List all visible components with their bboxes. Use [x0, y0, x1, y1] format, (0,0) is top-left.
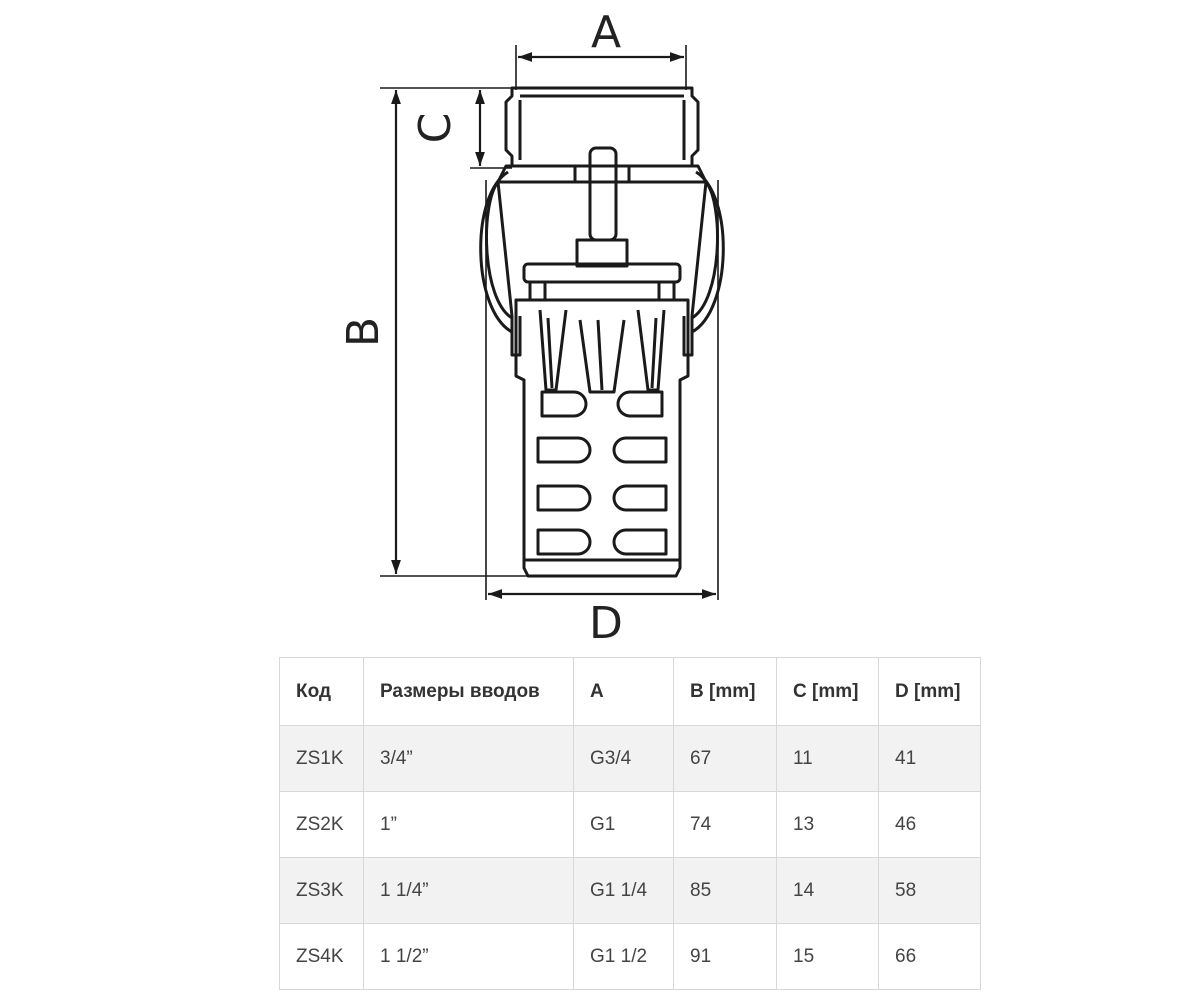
valve-technical-drawing: A B C D [338, 7, 725, 649]
cell-d: 66 [878, 923, 981, 990]
cell-code: ZS4K [279, 923, 364, 990]
dimension-lines [380, 45, 719, 600]
table-row: ZS4K 1 1/2” G1 1/2 91 15 66 [279, 923, 981, 990]
cell-b: 74 [673, 791, 777, 858]
header-c: C [mm] [776, 657, 879, 726]
dimension-a-label: A [591, 7, 621, 58]
cell-a: G3/4 [573, 725, 674, 792]
header-d: D [mm] [878, 657, 981, 726]
header-inlet-size: Размеры вводов [363, 657, 574, 726]
header-a: A [573, 657, 674, 726]
cell-code: ZS3K [279, 857, 364, 924]
specification-table: Код Размеры вводов A B [mm] C [mm] D [mm… [279, 657, 981, 990]
cell-inlet-size: 1” [363, 791, 574, 858]
cell-c: 11 [776, 725, 879, 792]
cell-code: ZS2K [279, 791, 364, 858]
cell-d: 41 [878, 725, 981, 792]
cell-c: 15 [776, 923, 879, 990]
cell-a: G1 [573, 791, 674, 858]
cell-b: 67 [673, 725, 777, 792]
cell-a: G1 1/2 [573, 923, 674, 990]
cell-d: 46 [878, 791, 981, 858]
dimension-b-label: B [338, 317, 389, 347]
cell-code: ZS1K [279, 725, 364, 792]
cell-d: 58 [878, 857, 981, 924]
cell-c: 13 [776, 791, 879, 858]
cell-a: G1 1/4 [573, 857, 674, 924]
cell-b: 85 [673, 857, 777, 924]
valve-body [479, 86, 725, 578]
cell-inlet-size: 1 1/4” [363, 857, 574, 924]
table-row: ZS3K 1 1/4” G1 1/4 85 14 58 [279, 857, 981, 924]
cell-b: 91 [673, 923, 777, 990]
cell-c: 14 [776, 857, 879, 924]
header-code: Код [279, 657, 364, 726]
cell-inlet-size: 3/4” [363, 725, 574, 792]
cell-inlet-size: 1 1/2” [363, 923, 574, 990]
dimension-d-label: D [589, 598, 623, 649]
table-row: ZS1K 3/4” G3/4 67 11 41 [279, 725, 981, 792]
table-row: ZS2K 1” G1 74 13 46 [279, 791, 981, 858]
header-b: B [mm] [673, 657, 777, 726]
table-header-row: Код Размеры вводов A B [mm] C [mm] D [mm… [279, 657, 981, 726]
dimension-c-label: C [410, 113, 461, 144]
